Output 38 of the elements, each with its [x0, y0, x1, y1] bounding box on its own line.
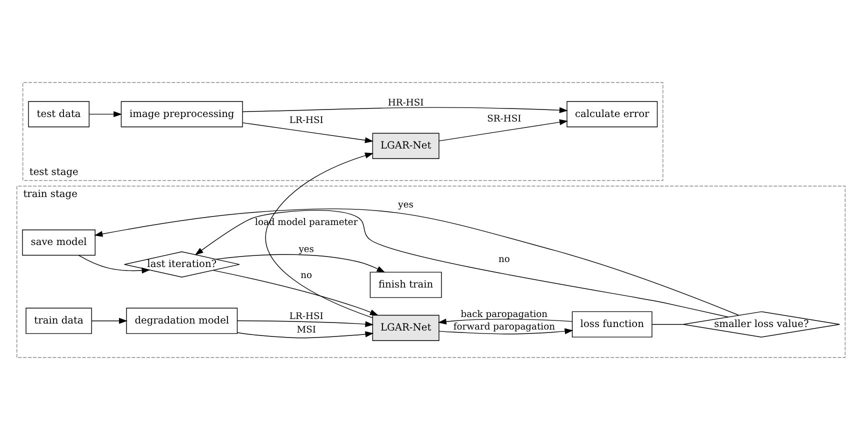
node-box: image preprocessing: [120, 100, 243, 127]
node-box: calculate error: [566, 100, 658, 127]
arrow: [212, 269, 378, 316]
arrow: [237, 330, 374, 338]
arrow: [242, 122, 374, 143]
node-box: test data: [28, 100, 90, 127]
arrow: [94, 208, 740, 316]
node-diamond: last iteration?: [124, 250, 240, 277]
arrow: [242, 106, 568, 113]
edge-label: yes: [298, 244, 314, 255]
edge-label: SR-HSI: [487, 113, 522, 124]
arrow: [194, 209, 728, 317]
edge-label: back paropagation: [460, 308, 548, 320]
edge-label: HR-HSI: [388, 96, 424, 108]
node-box: degradation model: [126, 307, 238, 334]
node-box: finish train: [370, 271, 442, 298]
node-box: save model: [22, 229, 96, 256]
arrow: [438, 118, 568, 141]
edge-label: forward paropagation: [453, 321, 556, 332]
edge-label: yes: [398, 199, 414, 210]
arrow: [78, 254, 150, 273]
node-diamond: smaller loss value?: [682, 310, 840, 337]
arrow: [88, 110, 122, 117]
arrow: [216, 254, 386, 272]
node-box: train data: [26, 307, 92, 334]
node-box: LGAR-Net: [372, 314, 440, 340]
edge-label: no: [300, 270, 312, 281]
arrow: [438, 318, 573, 324]
arrow: [91, 317, 128, 324]
node-box: loss function: [572, 310, 652, 337]
arrow: [237, 320, 374, 327]
node-box: LGAR-Net: [372, 132, 440, 158]
edge-label: no: [498, 253, 510, 264]
arrow: [438, 328, 574, 334]
edge-label: MSI: [296, 324, 316, 335]
edge-label: LR-HSI: [289, 114, 324, 126]
arrow: [265, 152, 374, 318]
edge-label: LR-HSI: [289, 310, 324, 322]
